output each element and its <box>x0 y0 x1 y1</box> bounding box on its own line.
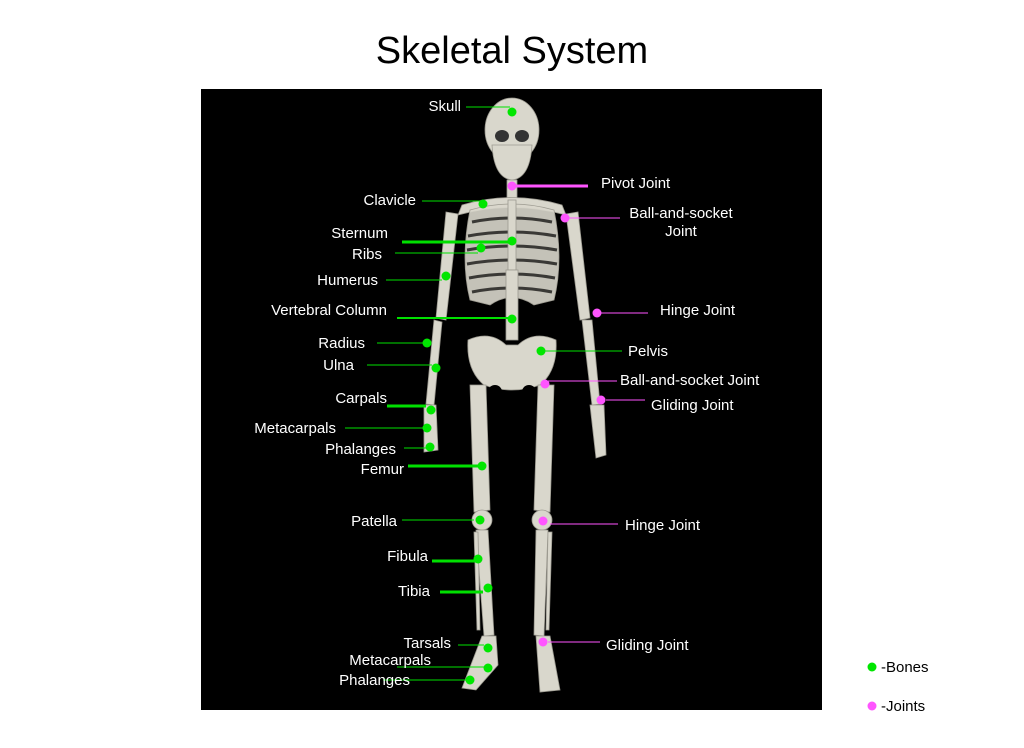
bone-dot <box>473 554 483 564</box>
bone-dot <box>475 515 485 525</box>
bone-dot <box>422 423 432 433</box>
joint-dot <box>560 213 570 223</box>
joint-dot <box>507 181 517 191</box>
bone-dot <box>536 346 546 356</box>
label-hip-joint: Ball-and-socket Joint <box>620 372 760 389</box>
legend: -Bones -Joints <box>867 659 929 715</box>
label-vertebral-column: Vertebral Column <box>271 302 387 319</box>
label-shoulder-joint-line2: Joint <box>665 223 698 240</box>
joint-dot <box>538 637 548 647</box>
bone-dot <box>483 583 493 593</box>
label-foot-metacarpals: Metacarpals <box>349 652 431 669</box>
label-radius: Radius <box>318 335 365 352</box>
label-pelvis: Pelvis <box>628 343 668 360</box>
label-skull: Skull <box>428 98 461 115</box>
label-ribs: Ribs <box>352 246 382 263</box>
bone-dot <box>425 442 435 452</box>
label-pivot-joint: Pivot Joint <box>601 175 671 192</box>
bone-dot <box>476 243 486 253</box>
legend-bones-dot <box>867 662 877 672</box>
labels: Skull Pivot Joint Clavicle Ball-and-sock… <box>254 98 760 689</box>
bone-dot <box>507 107 517 117</box>
skeleton-illustration <box>423 97 607 693</box>
label-wrist-joint: Gliding Joint <box>651 397 734 414</box>
leader-lines <box>345 106 648 681</box>
bone-dot <box>426 405 436 415</box>
label-tibia: Tibia <box>398 583 431 600</box>
bone-dot <box>478 199 488 209</box>
label-femur: Femur <box>361 461 404 478</box>
label-patella: Patella <box>351 513 398 530</box>
label-knee-joint: Hinge Joint <box>625 517 701 534</box>
label-ulna: Ulna <box>323 357 355 374</box>
legend-joints-label: -Joints <box>881 698 925 715</box>
label-clavicle: Clavicle <box>363 192 416 209</box>
label-fibula: Fibula <box>387 548 429 565</box>
label-ankle-joint: Gliding Joint <box>606 637 689 654</box>
joint-dot <box>592 308 602 318</box>
marker-dots <box>422 107 606 685</box>
bone-dot <box>507 236 517 246</box>
bone-dot <box>477 461 487 471</box>
page-title: Skeletal System <box>375 30 649 72</box>
legend-joints-dot <box>867 701 877 711</box>
label-shoulder-joint: Ball-and-socket <box>629 205 733 222</box>
bone-dot <box>507 314 517 324</box>
joint-dot <box>538 516 548 526</box>
bone-dot <box>483 663 493 673</box>
label-hand-metacarpals: Metacarpals <box>254 420 336 437</box>
label-elbow-joint: Hinge Joint <box>660 302 736 319</box>
label-hand-phalanges: Phalanges <box>325 441 396 458</box>
legend-bones-label: -Bones <box>881 659 929 676</box>
joint-dot <box>596 395 606 405</box>
joint-dot <box>540 379 550 389</box>
bone-dot <box>483 643 493 653</box>
bone-dot <box>465 675 475 685</box>
label-humerus: Humerus <box>317 272 378 289</box>
bone-dot <box>431 363 441 373</box>
bone-dot <box>441 271 451 281</box>
bone-dot <box>422 338 432 348</box>
label-carpals: Carpals <box>335 390 387 407</box>
label-tarsals: Tarsals <box>403 635 451 652</box>
label-sternum: Sternum <box>331 225 388 242</box>
label-foot-phalanges: Phalanges <box>339 672 410 689</box>
